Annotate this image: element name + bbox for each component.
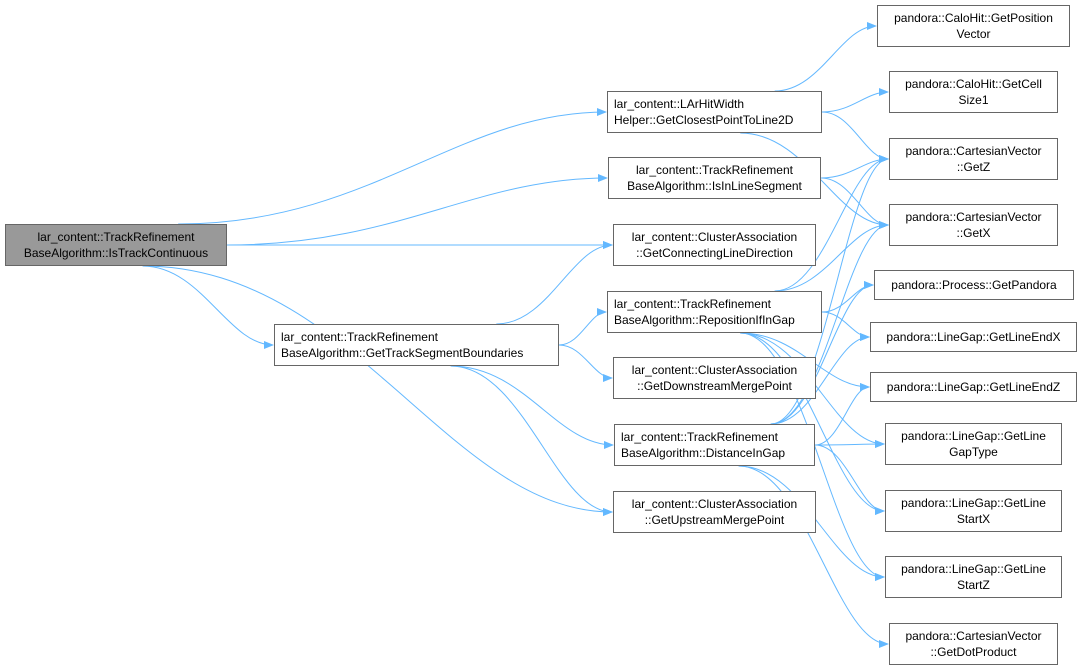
edge-getClosestPointToLine2D-to-caloHitGetCellSize1 <box>821 88 889 113</box>
node-label-line2: ::GetDownstreamMergePoint <box>637 379 792 393</box>
edge-distanceInGap-to-lineGapGetLineEndZ <box>814 383 870 446</box>
node-label-line2: BaseAlgorithm::IsTrackContinuous <box>23 246 209 260</box>
node-label-line2: ::GetZ <box>956 160 991 174</box>
edge-getClosestPointToLine2D-to-caloHitGetPositionVector <box>774 22 877 92</box>
edge-distanceInGap-to-lineGapGetLineGapType <box>814 440 885 449</box>
edge-distanceInGap-to-lineGapGetLineStartX <box>814 444 885 515</box>
edge-distanceInGap-to-cartesianGetZ <box>770 155 889 425</box>
edge-isTrackContinuous-to-getUpstreamMergePoint <box>142 265 613 516</box>
node-get-track-segment-boundaries[interactable]: lar_content::TrackRefinement BaseAlgorit… <box>274 324 559 366</box>
node-label-line1: pandora::CartesianVector <box>905 210 1042 224</box>
node-label-line2: BaseAlgorithm::DistanceInGap <box>621 446 786 460</box>
node-label-line2: BaseAlgorithm::IsInLineSegment <box>627 179 802 193</box>
edge-distanceInGap-to-cartesianGetX <box>770 221 889 425</box>
node-label-line1: pandora::Process::GetPandora <box>891 278 1057 292</box>
edge-isTrackContinuous-to-getClosestPointToLine2D <box>178 108 607 225</box>
node-label-line1: lar_content::ClusterAssociation <box>631 497 798 511</box>
node-cartesian-vector-get-z[interactable]: pandora::CartesianVector ::GetZ <box>889 138 1058 180</box>
edge-isTrackContinuous-to-isInLineSegment <box>226 174 608 246</box>
node-distance-in-gap[interactable]: lar_content::TrackRefinement BaseAlgorit… <box>614 424 815 466</box>
node-label-line1: pandora::LineGap::GetLine <box>901 429 1046 443</box>
node-label-line1: lar_content::ClusterAssociation <box>631 363 798 377</box>
edge-getClosestPointToLine2D-to-cartesianGetZ <box>821 111 889 163</box>
node-label-line2: StartZ <box>957 578 990 592</box>
node-label-line2: StartX <box>956 512 991 526</box>
node-label-line2: Size1 <box>958 93 989 107</box>
node-label-line1: lar_content::TrackRefinement <box>281 330 438 344</box>
node-calo-hit-get-cell-size1[interactable]: pandora::CaloHit::GetCell Size1 <box>889 71 1058 113</box>
node-process-get-pandora[interactable]: pandora::Process::GetPandora <box>874 270 1074 300</box>
node-label-line2: BaseAlgorithm::GetTrackSegmentBoundaries <box>281 346 524 360</box>
edge-getTrackSegmentBoundaries-to-repositionIfInGap <box>558 308 607 346</box>
node-label-line1: lar_content::TrackRefinement <box>37 230 195 244</box>
edge-repositionIfInGap-to-lineGapGetLineStartZ <box>740 332 885 581</box>
node-get-connecting-line-direction[interactable]: lar_content::ClusterAssociation ::GetCon… <box>613 224 816 266</box>
node-get-closest-point-to-line-2d[interactable]: lar_content::LArHitWidth Helper::GetClos… <box>607 91 822 133</box>
node-get-downstream-merge-point[interactable]: lar_content::ClusterAssociation ::GetDow… <box>613 357 816 399</box>
node-get-upstream-merge-point[interactable]: lar_content::ClusterAssociation ::GetUps… <box>613 491 816 533</box>
node-label-line1: pandora::LineGap::GetLine <box>901 496 1046 510</box>
edge-repositionIfInGap-to-lineGapGetLineStartX <box>740 332 885 515</box>
node-cartesian-vector-get-x[interactable]: pandora::CartesianVector ::GetX <box>889 204 1058 246</box>
edge-distanceInGap-to-processGetPandora <box>770 281 874 425</box>
node-calo-hit-get-position-vector[interactable]: pandora::CaloHit::GetPosition Vector <box>877 5 1070 47</box>
node-reposition-if-in-gap[interactable]: lar_content::TrackRefinement BaseAlgorit… <box>607 291 822 333</box>
node-line-gap-get-line-start-z[interactable]: pandora::LineGap::GetLine StartZ <box>885 556 1062 598</box>
node-label-line1: lar_content::TrackRefinement <box>636 163 793 177</box>
node-label-line1: pandora::CartesianVector <box>905 629 1042 643</box>
edge-distanceInGap-to-lineGapGetLineEndX <box>770 333 870 425</box>
edge-repositionIfInGap-to-lineGapGetLineEndX <box>821 311 870 341</box>
node-label-line2: Vector <box>956 27 991 41</box>
node-is-in-line-segment[interactable]: lar_content::TrackRefinement BaseAlgorit… <box>608 157 821 199</box>
node-label-line1: pandora::LineGap::GetLine <box>901 562 1046 576</box>
node-label-line1: pandora::LineGap::GetLineEndX <box>886 330 1061 344</box>
edge-getTrackSegmentBoundaries-to-getConnectingLineDirection <box>496 241 613 325</box>
node-label-line1: lar_content::ClusterAssociation <box>631 230 798 244</box>
node-label-line1: pandora::CartesianVector <box>905 144 1042 158</box>
edge-distanceInGap-to-cartesianGetDotProduct <box>738 465 889 648</box>
edge-repositionIfInGap-to-cartesianGetZ <box>774 155 889 292</box>
edge-getTrackSegmentBoundaries-to-getDownstreamMergePoint <box>558 344 613 382</box>
node-label-line2: Helper::GetClosestPointToLine2D <box>614 113 794 127</box>
node-line-gap-get-line-end-x[interactable]: pandora::LineGap::GetLineEndX <box>870 322 1077 352</box>
edge-distanceInGap-to-lineGapGetLineStartZ <box>738 465 885 581</box>
node-label-line2: ::GetDotProduct <box>930 645 1017 659</box>
node-label-line1: pandora::CaloHit::GetCell <box>905 77 1042 91</box>
node-label-line2: ::GetX <box>956 226 991 240</box>
node-label-line2: ::GetConnectingLineDirection <box>636 246 793 260</box>
node-cartesian-vector-get-dot-product[interactable]: pandora::CartesianVector ::GetDotProduct <box>889 623 1058 665</box>
node-label-line2: ::GetUpstreamMergePoint <box>644 513 785 527</box>
node-label-line1: lar_content::LArHitWidth <box>614 97 745 111</box>
node-label-line1: lar_content::TrackRefinement <box>614 297 771 311</box>
edge-repositionIfInGap-to-cartesianGetX <box>774 221 889 292</box>
node-label-line1: pandora::CaloHit::GetPosition <box>894 11 1053 25</box>
node-line-gap-get-line-gap-type[interactable]: pandora::LineGap::GetLine GapType <box>885 423 1062 465</box>
node-line-gap-get-line-start-x[interactable]: pandora::LineGap::GetLine StartX <box>885 490 1062 532</box>
edge-isTrackContinuous-to-getTrackSegmentBoundaries <box>142 265 274 349</box>
node-label-line2: GapType <box>949 445 998 459</box>
edge-getTrackSegmentBoundaries-to-distanceInGap <box>450 365 614 449</box>
edge-getTrackSegmentBoundaries-to-getUpstreamMergePoint <box>450 365 613 516</box>
node-line-gap-get-line-end-z[interactable]: pandora::LineGap::GetLineEndZ <box>870 372 1077 402</box>
node-is-track-continuous[interactable]: lar_content::TrackRefinement BaseAlgorit… <box>5 224 227 266</box>
node-label-line2: BaseAlgorithm::RepositionIfInGap <box>614 313 795 327</box>
node-label-line1: pandora::LineGap::GetLineEndZ <box>886 380 1061 394</box>
node-label-line1: lar_content::TrackRefinement <box>621 430 778 444</box>
